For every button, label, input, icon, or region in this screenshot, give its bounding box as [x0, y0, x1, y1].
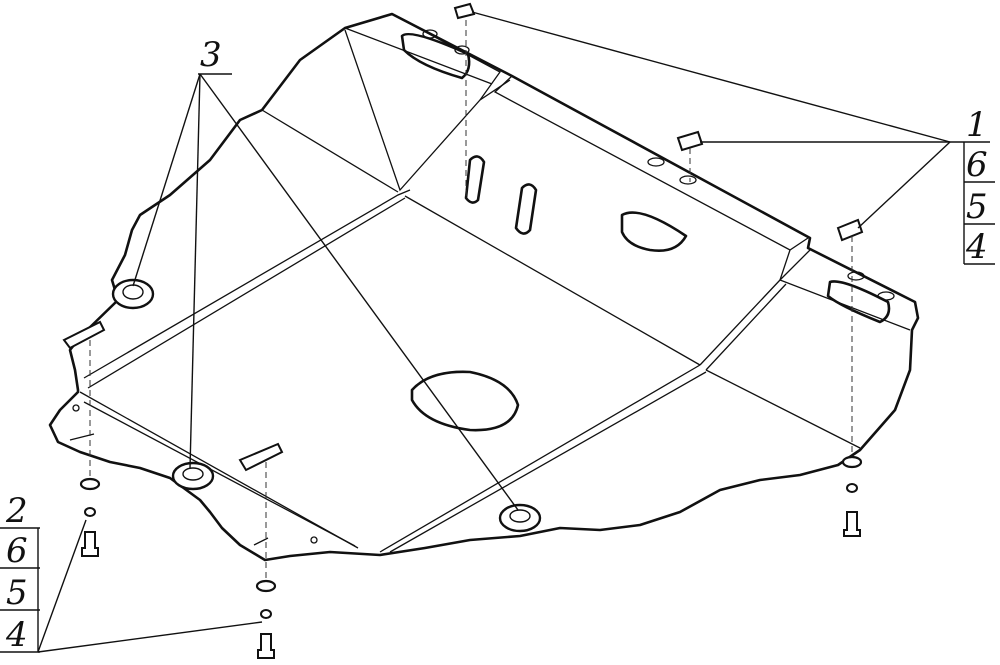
slot-center	[514, 183, 538, 235]
left-tab-slot	[69, 433, 269, 546]
right-flange	[779, 249, 911, 331]
callout-right-4: 4	[965, 227, 988, 267]
center-top-crease	[404, 195, 701, 366]
bottom-fold-line-2	[389, 371, 707, 553]
washer-icon	[841, 455, 863, 469]
left-lower-crease-2	[83, 401, 356, 547]
callout-right-3: 5	[966, 187, 988, 227]
access-hatch	[410, 370, 520, 432]
left-lower-crease	[79, 391, 359, 549]
clip-nut-icon	[62, 320, 106, 350]
fasteners-bottom	[255, 579, 277, 659]
top-right-ridge	[493, 75, 809, 251]
bottom-fold-line	[379, 364, 701, 553]
callout-left-4: 4	[5, 615, 28, 655]
flange-hole	[877, 291, 895, 301]
lock-washer-icon	[846, 483, 858, 493]
bolt-icon	[843, 511, 861, 537]
washer-icon	[255, 579, 277, 593]
flange-hole	[647, 157, 665, 167]
callouts: 3 1 6 5 4 2 6 5 4	[5, 35, 988, 655]
clip-nut-icon	[238, 442, 284, 472]
clip-nuts	[62, 2, 864, 472]
bolt-icon	[81, 531, 99, 557]
callout-right-2: 6	[966, 145, 988, 185]
assembly-axes	[89, 20, 853, 590]
slot-left	[464, 155, 486, 204]
callout-left-3: 5	[6, 573, 28, 613]
fasteners-left	[79, 477, 101, 557]
left-fold-line	[83, 189, 411, 379]
clip-nut-icon	[676, 130, 704, 152]
flange-hole	[847, 271, 865, 281]
rubber-mount-icon	[498, 503, 542, 533]
top-left-flange	[344, 27, 493, 85]
right-fold-line	[699, 249, 811, 366]
callout-right-1: 1	[966, 105, 988, 145]
flange-hole	[454, 45, 470, 55]
upper-fold-line	[261, 109, 399, 193]
center-upper-fold	[344, 29, 511, 192]
top-ridge	[391, 13, 501, 101]
rubber-mount-icon	[111, 278, 155, 310]
small-hole	[72, 404, 80, 412]
rubber-mounts	[111, 278, 542, 533]
right-lower-crease	[705, 369, 861, 449]
lock-washer-icon	[260, 609, 272, 619]
left-fold-line-2	[87, 197, 406, 389]
callout-3: 3	[200, 35, 222, 75]
clip-nut-icon	[453, 2, 476, 20]
cutout-top	[400, 32, 471, 80]
fasteners-right	[841, 455, 863, 537]
lock-washer-icon	[84, 507, 96, 517]
cutout-right-flange	[826, 280, 891, 324]
cutout-right	[620, 211, 688, 252]
skid-plate	[48, 12, 920, 562]
leader-lines	[0, 11, 995, 653]
flange-hole	[679, 175, 697, 185]
callout-left-2: 6	[6, 531, 28, 571]
right-fold-line-2	[705, 283, 787, 371]
bolt-icon	[257, 633, 275, 659]
rubber-mount-icon	[171, 461, 215, 491]
small-hole	[310, 536, 318, 544]
clip-nut-icon	[836, 218, 864, 242]
flange-hole	[422, 29, 438, 39]
callout-left-1: 2	[5, 491, 28, 531]
washer-icon	[79, 477, 101, 491]
